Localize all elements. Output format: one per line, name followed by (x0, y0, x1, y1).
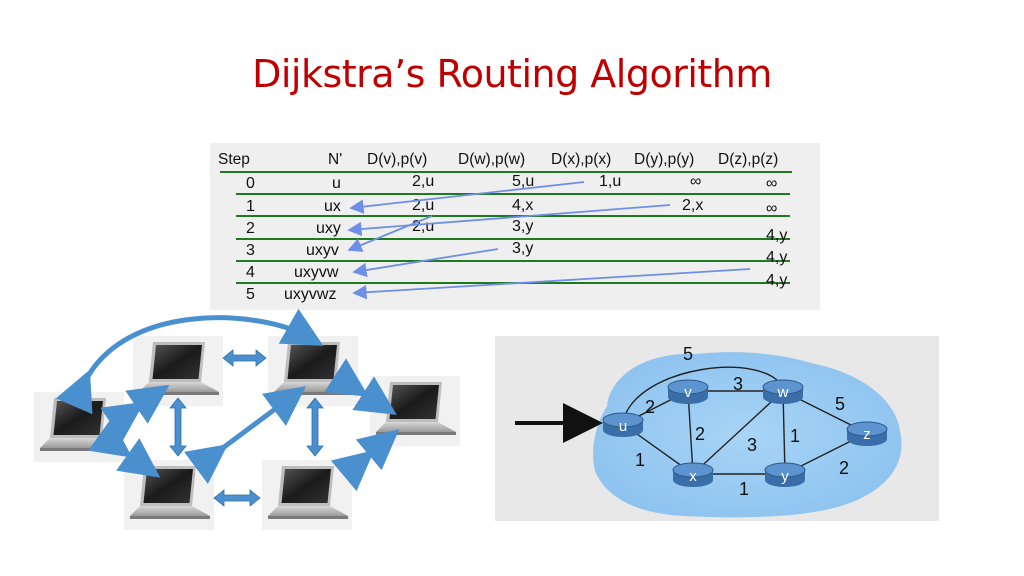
svg-text:u: u (619, 418, 627, 435)
step-cell: 5 (246, 286, 255, 303)
weight-u-w: 5 (683, 344, 693, 364)
step-cell: 3 (246, 242, 255, 259)
z-cell: 4,y (766, 227, 788, 244)
y-cell: ∞ (690, 173, 702, 190)
header-x: D(x),p(x) (551, 151, 612, 168)
step-cell: 1 (246, 198, 255, 215)
laptop-icon (133, 336, 223, 406)
n-cell: uxyv (306, 242, 339, 259)
row-line (236, 260, 790, 262)
curved-link-arrow (55, 308, 324, 415)
dijkstra-table: Step N' D(v),p(v) D(w),p(w) D(x),p(x) D(… (210, 143, 820, 310)
weight-u-v: 2 (645, 397, 655, 417)
table-arrows (347, 181, 751, 300)
n-cell: u (332, 175, 341, 192)
arrow-x-to-ux (349, 181, 585, 214)
laptop-icon (370, 376, 460, 446)
svg-text:w: w (777, 384, 789, 401)
diagonal-link-arrows (88, 358, 400, 492)
weight-w-z: 5 (835, 394, 845, 414)
row-line (236, 215, 790, 217)
z-cell: ∞ (766, 200, 778, 217)
weight-x-y: 1 (739, 479, 749, 499)
svg-text:x: x (689, 468, 697, 485)
step-cell: 4 (246, 264, 255, 281)
slide-title: Dijkstra’s Routing Algorithm (252, 52, 772, 96)
z-cell: ∞ (766, 175, 778, 192)
header-y: D(y),p(y) (634, 151, 695, 168)
laptop-icon (124, 460, 214, 530)
z-cell: 4,y (766, 272, 788, 289)
header-v: D(v),p(v) (367, 151, 428, 168)
weight-y-z: 2 (839, 458, 849, 478)
y-cell: 2,x (682, 197, 704, 214)
weight-v-x: 2 (695, 424, 705, 444)
header-step: Step (218, 151, 250, 168)
router-graph: 5 2 3 5 2 3 1 1 1 2 u v w (495, 336, 939, 521)
svg-text:y: y (781, 468, 789, 485)
router-node-z: z (846, 421, 888, 446)
n-cell: uxyvwz (284, 286, 337, 303)
router-node-u: u (602, 412, 644, 437)
z-cell: 4,y (766, 249, 788, 266)
laptop-network (34, 308, 460, 530)
router-node-x: x (672, 462, 714, 487)
laptop-icon (34, 392, 124, 462)
header-z: D(z),p(z) (718, 151, 779, 168)
router-node-v: v (667, 379, 709, 404)
svg-text:z: z (863, 426, 871, 443)
arrow-w-to-uxyvw (352, 248, 499, 278)
weight-w-y: 1 (790, 426, 800, 446)
arrow-y-to-uxy (347, 204, 671, 237)
header-w: D(w),p(w) (458, 151, 526, 168)
router-node-w: w (762, 379, 804, 404)
arrow-z-to-uxyvwz (352, 268, 751, 300)
n-cell: ux (324, 198, 341, 215)
row-line (236, 193, 790, 195)
row-line (236, 238, 790, 240)
header-n: N' (328, 151, 343, 168)
link-arrows (169, 349, 324, 507)
w-cell: 4,x (512, 197, 534, 214)
step-cell: 2 (246, 220, 255, 237)
weight-u-x: 1 (635, 450, 645, 470)
w-cell: 3,y (512, 240, 534, 257)
n-cell: uxyvw (294, 264, 339, 281)
w-cell: 5,u (512, 173, 535, 190)
step-cell: 0 (246, 175, 255, 192)
weight-v-w: 3 (733, 374, 743, 394)
n-cell: uxy (316, 220, 341, 237)
arrow-v-to-uxyv (347, 215, 433, 252)
svg-text:v: v (684, 384, 692, 401)
router-graph-svg: 5 2 3 5 2 3 1 1 1 2 u v w (515, 344, 902, 518)
router-node-y: y (764, 462, 806, 487)
w-cell: 3,y (512, 218, 534, 235)
x-cell: 1,u (599, 173, 622, 190)
laptop-icon (268, 336, 358, 406)
weight-x-w: 3 (747, 435, 757, 455)
v-cell: 2,u (412, 173, 435, 190)
laptop-icon (262, 460, 352, 530)
row-line (220, 171, 792, 173)
